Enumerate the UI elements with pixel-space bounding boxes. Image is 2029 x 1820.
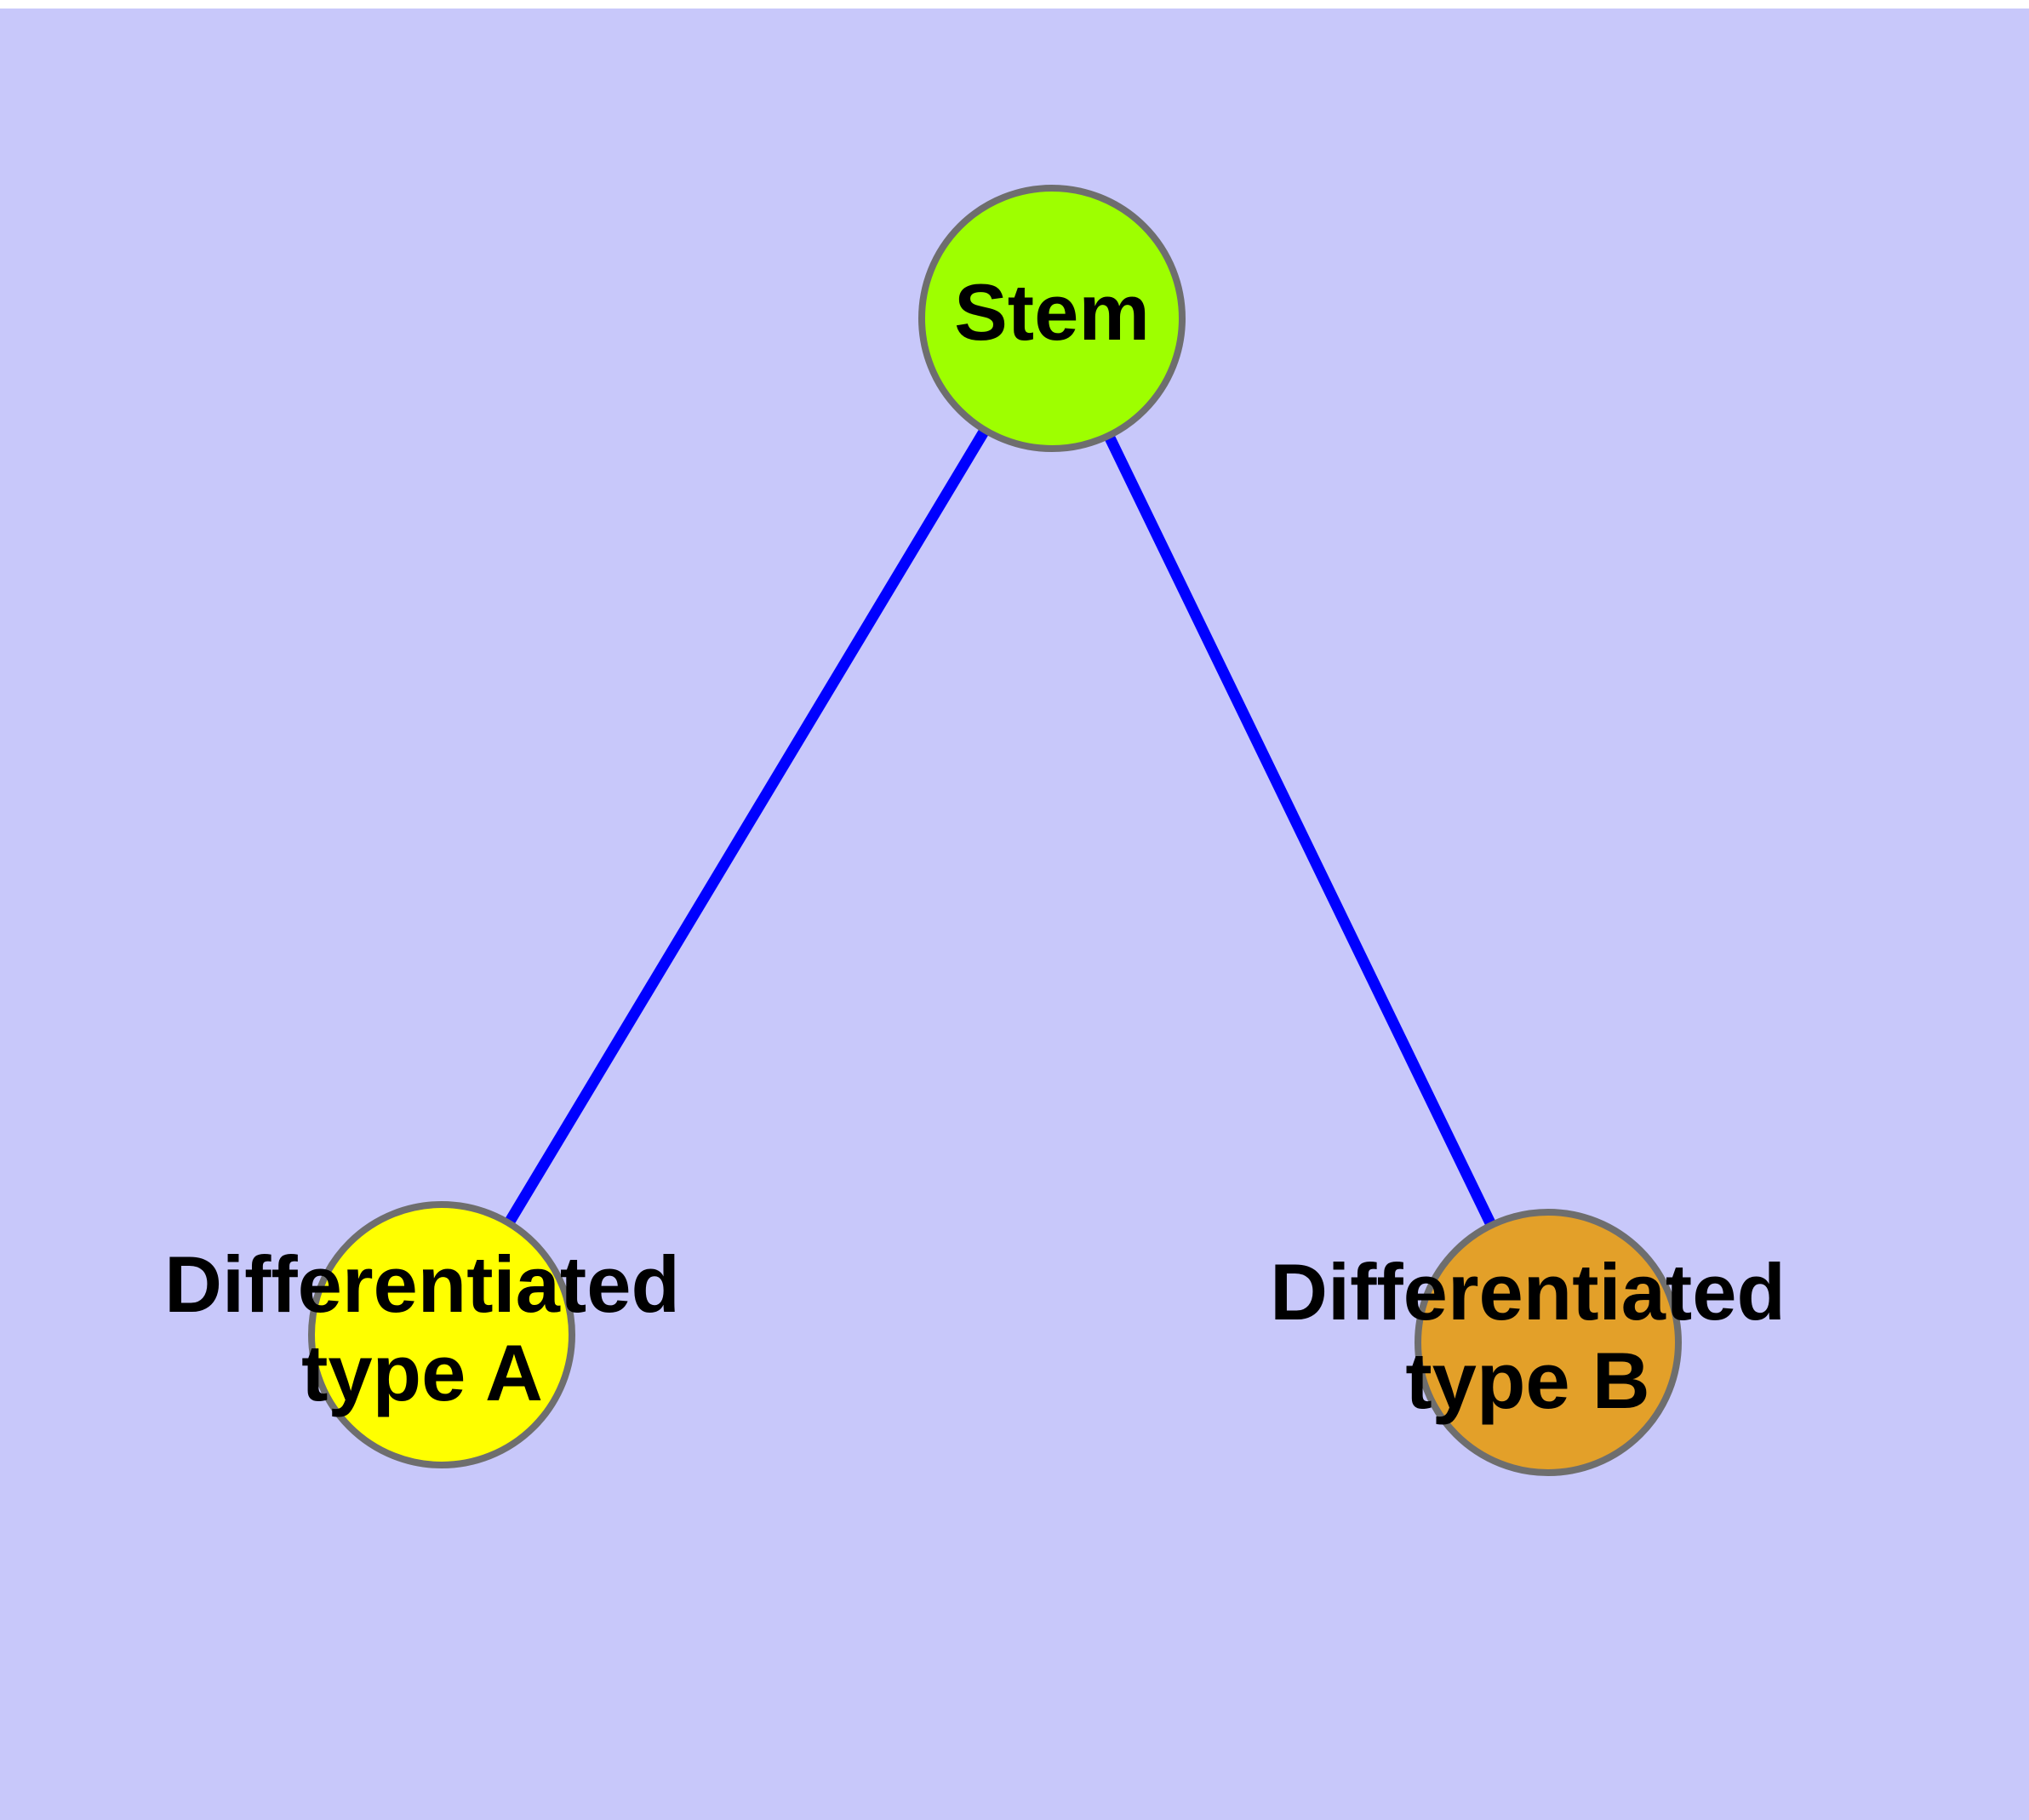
graph-node-label-line: Stem [954, 267, 1150, 357]
graph-node-label-line: type B [1405, 1336, 1649, 1425]
graph-node-diff_a[interactable] [308, 1201, 575, 1468]
graph-node-label-stem: Stem [954, 267, 1150, 357]
graph-node-diff_b[interactable] [1415, 1209, 1682, 1476]
nodes-layer [308, 185, 1682, 1476]
edges-layer [437, 315, 1553, 1345]
graph-node-label-line: Differentiated [164, 1239, 680, 1329]
graph-node-stem[interactable] [918, 185, 1186, 452]
graph-edge-stem-diff_a[interactable] [437, 315, 1057, 1338]
graph-node-label-line: type A [301, 1328, 543, 1417]
graph-node-label-line: Differentiated [1270, 1247, 1786, 1336]
graph-edge-stem-diff_b[interactable] [1047, 316, 1553, 1345]
